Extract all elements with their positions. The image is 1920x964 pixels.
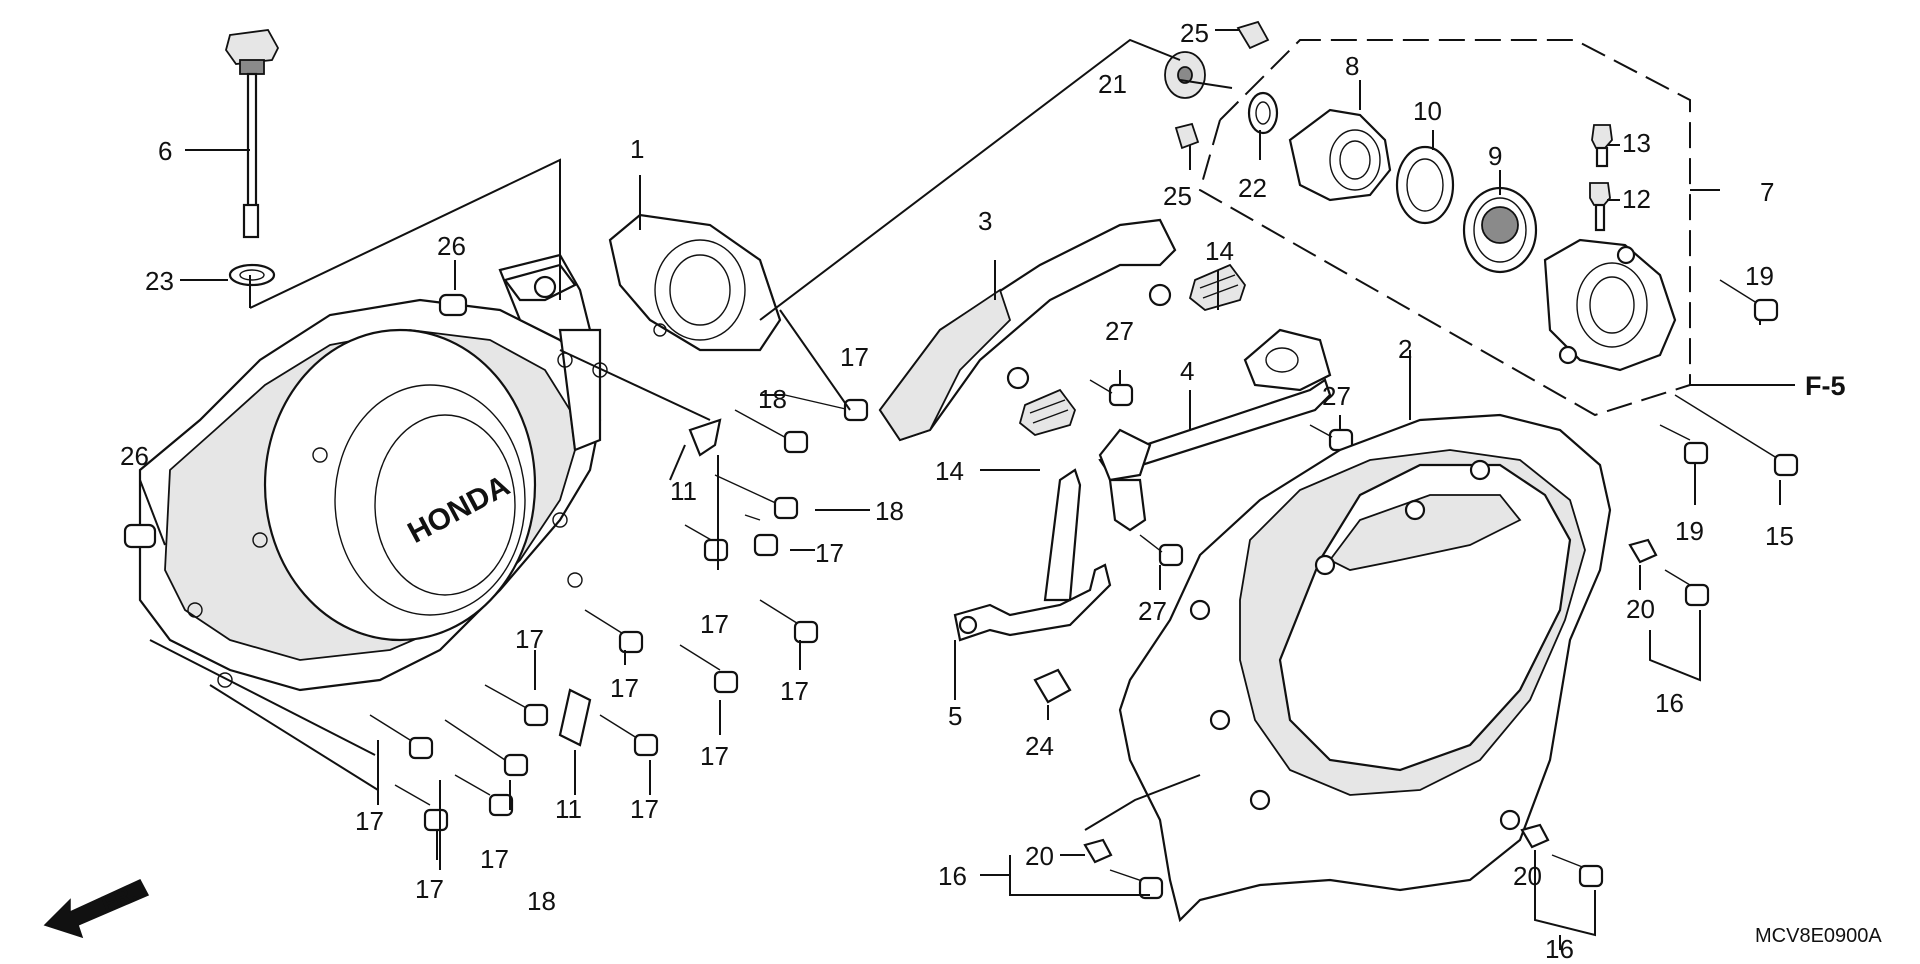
callout-25-mid: 25	[1163, 181, 1192, 211]
callout-4: 4	[1180, 356, 1194, 386]
dowel-pin-upper	[438, 293, 468, 317]
callout-17-h: 17	[630, 794, 659, 824]
bearing-10	[1395, 145, 1455, 225]
callout-16-b: 16	[1655, 688, 1684, 718]
oil-dipstick	[225, 29, 280, 239]
left-crankcase-cover: HONDA	[138, 213, 782, 692]
callout-11-a: 11	[670, 476, 697, 506]
callout-27-b: 27	[1322, 381, 1351, 411]
callout-17-f: 17	[780, 676, 809, 706]
callout-5: 5	[948, 701, 962, 731]
housing-7	[1543, 238, 1677, 372]
callout-17-e: 17	[610, 673, 639, 703]
dashed-subassembly-frame	[1198, 39, 1691, 417]
dowel-pin-lower	[123, 523, 157, 549]
nut-24	[1033, 668, 1072, 704]
wire-clip-upper	[688, 418, 722, 457]
callout-16-c: 16	[1545, 934, 1574, 959]
callout-26-upper: 26	[437, 231, 466, 261]
callout-22: 22	[1238, 173, 1267, 203]
flange-bolts-left	[369, 394, 869, 832]
leader-lines-right	[759, 29, 1795, 950]
callout-10: 10	[1413, 96, 1442, 126]
leader-lines-left	[139, 149, 870, 870]
callout-3: 3	[978, 206, 992, 236]
callout-2: 2	[1398, 334, 1412, 364]
callout-19-lower: 19	[1675, 516, 1704, 546]
callout-17-g: 17	[700, 741, 729, 771]
callout-20-c: 20	[1513, 861, 1542, 891]
bearing-22	[1247, 91, 1279, 135]
bolts-27	[1089, 379, 1354, 567]
bearing-holder-8	[1288, 108, 1392, 202]
callout-7: 7	[1760, 177, 1774, 207]
callout-1: 1	[630, 134, 644, 164]
callout-21: 21	[1098, 69, 1127, 99]
callout-20-a: 20	[1025, 841, 1054, 871]
callout-14-upper: 14	[1205, 236, 1234, 266]
cover-bracket-upper	[1098, 328, 1332, 532]
grease-fittings-12-13	[1589, 124, 1613, 232]
callout-17-c: 17	[700, 609, 729, 639]
callout-17-j: 17	[480, 844, 509, 874]
callout-23: 23	[145, 266, 174, 296]
callout-17-k: 17	[415, 874, 444, 904]
callout-15: 15	[1765, 521, 1794, 551]
callout-17-i: 17	[355, 806, 384, 836]
callout-9: 9	[1488, 141, 1502, 171]
callout-19-upper: 19	[1745, 261, 1774, 291]
bolts-right	[1083, 279, 1799, 900]
callout-17-b: 17	[815, 538, 844, 568]
callout-18-b: 18	[875, 496, 904, 526]
callout-26-lower: 26	[120, 441, 149, 471]
callout-16-a: 16	[938, 861, 967, 891]
drawing-code: MCV8E0900A	[1755, 925, 1882, 947]
spacers-25-21	[1164, 20, 1270, 150]
callout-12: 12	[1622, 184, 1651, 214]
callout-17-d: 17	[515, 624, 544, 654]
oil-seal-9	[1462, 186, 1538, 274]
callout-14-lower: 14	[935, 456, 964, 486]
callout-17-a: 17	[840, 342, 869, 372]
callout-13: 13	[1622, 128, 1651, 158]
callout-25-top: 25	[1180, 18, 1209, 48]
callout-20-b: 20	[1626, 594, 1655, 624]
bearing-22-inner	[1255, 101, 1271, 125]
callout-numbers: 6 23 1 26 26 17 18 18 11 17 17 17 17 17 …	[120, 18, 1846, 964]
callout-27-c: 27	[1138, 596, 1167, 626]
callout-27-a: 27	[1105, 316, 1134, 346]
wire-clip-lower	[558, 688, 592, 747]
rubber-grommet-lower	[1018, 388, 1077, 436]
cover-bracket-lower	[953, 468, 1112, 642]
callout-6: 6	[158, 136, 172, 166]
callout-24: 24	[1025, 731, 1054, 761]
upper-belt-cover	[878, 218, 1177, 442]
dipstick-o-ring-inner	[239, 269, 265, 281]
reference-f5: F-5	[1805, 371, 1846, 401]
front-direction-arrow: FR.	[43, 879, 150, 939]
dipstick-o-ring	[228, 263, 276, 287]
callout-18-c: 18	[527, 886, 556, 916]
callout-11-b: 11	[555, 794, 582, 824]
callout-18-a: 18	[758, 384, 787, 414]
lower-belt-cover	[1118, 413, 1612, 923]
callout-8: 8	[1345, 51, 1359, 81]
